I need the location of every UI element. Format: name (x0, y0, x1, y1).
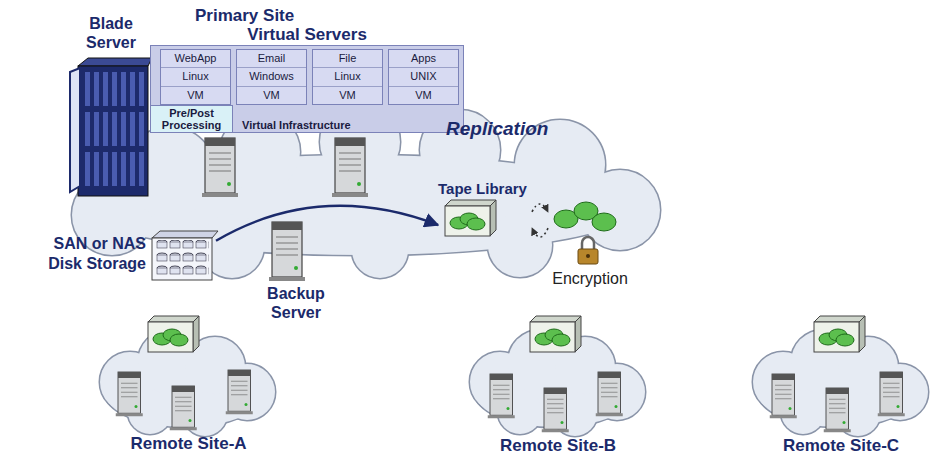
title: Primary Site (195, 6, 294, 26)
dotted-arrow (532, 228, 548, 237)
node-text: Virtual Servers (150, 25, 464, 45)
remote-site: Remote Site-A (95, 432, 282, 458)
node-text: Remote Site-A (95, 434, 282, 454)
disk-storage-icon (152, 231, 218, 280)
vm-cell: Linux (313, 68, 382, 86)
node-text: Backup Server (250, 284, 342, 322)
label: Replication (446, 118, 548, 140)
vm-column: WebAppLinuxVM (160, 49, 231, 105)
remote-site: Remote Site-B (462, 434, 654, 460)
node-text: Remote Site-B (462, 436, 654, 456)
vm-column: EmailWindowsVM (236, 49, 307, 105)
vm-cell: VM (237, 87, 306, 104)
node-text: Encryption (548, 269, 632, 288)
backup-server: Backup Server (250, 216, 342, 324)
encrypted-tapes (554, 202, 616, 231)
blade-server-icon (70, 58, 152, 196)
vm-cell: WebApp (161, 50, 230, 68)
blade-server: Blade Server (66, 14, 156, 58)
node-text: Blade Server (66, 14, 156, 52)
remote-server-icon (116, 370, 905, 432)
virtual-servers-panel: Virtual ServersVirtual Infrastructure Web… (150, 25, 464, 135)
vm-cell: Windows (237, 68, 306, 86)
node-text: Virtual Infrastructure (242, 119, 351, 132)
vm-column: FileLinuxVM (312, 49, 383, 105)
vm-cell: Apps (389, 50, 458, 68)
remote-cloud (100, 330, 928, 436)
encryption: Encryption (548, 203, 632, 293)
vm-cell: Email (237, 50, 306, 68)
node-text: Tape Library (438, 180, 527, 198)
vm-cell: VM (313, 87, 382, 104)
remote-tape-icon (148, 316, 865, 352)
disk-storage: SAN or NAS Disk Storage (4, 228, 216, 286)
node-text: SAN or NAS Disk Storage (28, 234, 146, 274)
lock-icon (578, 237, 598, 264)
vm-cell: File (313, 50, 382, 68)
data-flow-arrow (216, 206, 438, 241)
vm-cell: UNIX (389, 68, 458, 86)
server-icon (202, 138, 368, 281)
tape-library-icon (445, 200, 496, 236)
tape-library: Tape Library (438, 180, 532, 240)
vm-cell: Linux (161, 68, 230, 86)
vm-column: AppsUNIXVM (388, 49, 459, 105)
process-box: Pre/Post Processing (150, 105, 233, 133)
node-text: Remote Site-C (755, 436, 927, 456)
node-text: Pre/Post Processing (151, 107, 232, 131)
dotted-arrow (532, 204, 548, 212)
vm-cell: VM (161, 87, 230, 104)
vm-cell: VM (389, 87, 458, 104)
remote-site: Remote Site-C (755, 434, 927, 460)
